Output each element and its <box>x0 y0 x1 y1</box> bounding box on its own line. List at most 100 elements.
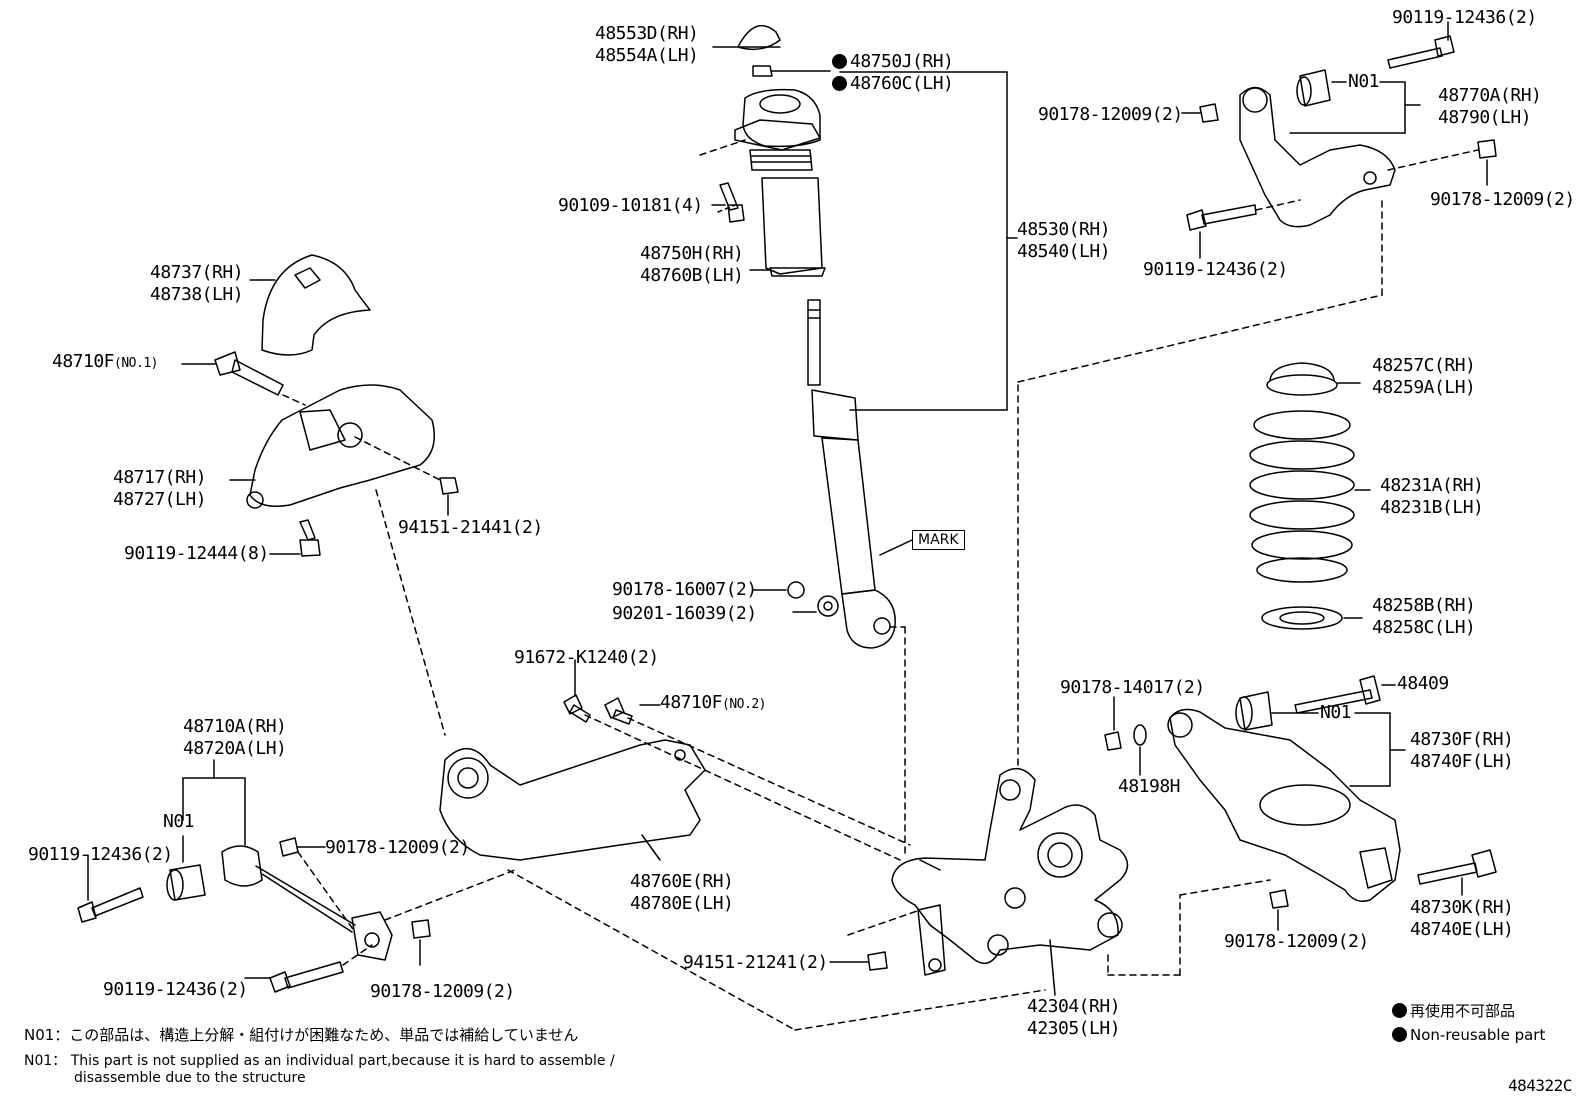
label-90119-12436-d: 90119-12436(2) <box>1143 259 1288 280</box>
label-90178-12009-a: 90178-12009(2) <box>325 837 470 858</box>
lower-arm-bushing-drawing <box>1239 691 1273 731</box>
label-48750J: 48750J(RH) <box>832 52 954 72</box>
top-nut-drawing <box>752 65 831 77</box>
label-48231B: 48231B(LH) <box>1380 497 1484 518</box>
washer-drawings <box>787 581 839 617</box>
bolt-48409-drawing <box>1294 675 1381 714</box>
label-90178-12009-b: 90178-12009(2) <box>370 981 515 1002</box>
label-90178-12009-c: 90178-12009(2) <box>1038 104 1183 125</box>
label-48750H: 48750H(RH) <box>640 243 744 264</box>
label-48790: 48790(LH) <box>1438 107 1532 128</box>
label-48259A: 48259A(LH) <box>1372 377 1476 398</box>
label-48760E: 48760E(RH) <box>630 871 734 892</box>
label-90119-12444: 90119-12444(8) <box>124 543 269 564</box>
label-91672-K1240: 91672-K1240(2) <box>514 647 659 668</box>
label-48530: 48530(RH) <box>1017 219 1111 240</box>
non-reusable-mark-icon <box>832 54 847 69</box>
legend-en: Non-reusable part <box>1392 1026 1545 1044</box>
label-90201-16039: 90201-16039(2) <box>612 603 757 624</box>
label-90119-12436-c: 90119-12436(2) <box>1392 7 1537 28</box>
diagram-id: 484322C <box>1508 1076 1572 1095</box>
label-48727: 48727(LH) <box>113 489 207 510</box>
label-48553D: 48553D(RH) <box>595 23 699 44</box>
bolt-48710F-no2-drawing <box>604 697 633 725</box>
label-48760B: 48760B(LH) <box>640 265 744 286</box>
bolt-90119-12436-d-drawing <box>1186 204 1257 231</box>
label-90178-12009-d: 90178-12009(2) <box>1430 189 1575 210</box>
label-48710A: 48710A(RH) <box>183 716 287 737</box>
label-90119-12436-b: 90119-12436(2) <box>103 979 248 1000</box>
label-48554A: 48554A(LH) <box>595 45 699 66</box>
label-90109-10181: 90109-10181(4) <box>558 195 703 216</box>
label-90119-12436-a: 90119-12436(2) <box>28 844 173 865</box>
nut-90178-12009-c-drawing <box>1199 103 1219 123</box>
nut-90178-12009-b-drawing <box>411 919 431 939</box>
shock-cap-drawing <box>737 24 781 51</box>
label-48770A: 48770A(RH) <box>1438 85 1542 106</box>
bolt-90119-12436-c-drawing <box>1387 35 1455 69</box>
bolt-48730K-drawing <box>1417 849 1497 885</box>
nut-90178-12009-a-drawing <box>279 837 299 857</box>
non-reusable-mark-icon <box>1392 1027 1407 1042</box>
label-48760C: 48760C(LH) <box>832 74 954 94</box>
note-en-line2: disassemble due to the structure <box>74 1070 306 1086</box>
label-48258C: 48258C(LH) <box>1372 617 1476 638</box>
nut-90178-12009-e-drawing <box>1269 889 1289 909</box>
label-n01-upper-arm: N01 <box>1348 71 1380 92</box>
shock-absorber-drawing <box>807 299 913 649</box>
coil-spring-drawing <box>1249 410 1355 583</box>
bolt-91672-drawing <box>563 694 591 723</box>
upper-arm-48770A-drawing <box>1239 86 1396 228</box>
insulator-cover-drawing <box>261 254 371 356</box>
label-48780E: 48780E(LH) <box>630 893 734 914</box>
lower-spring-arm-drawing <box>1167 708 1401 902</box>
legend-jp: 再使用不可部品 <box>1392 1002 1515 1020</box>
note-en-line1: N01： This part is not supplied as an ind… <box>24 1053 615 1069</box>
nut-94151-21441-drawing <box>439 477 459 495</box>
label-48720A: 48720A(LH) <box>183 738 287 759</box>
label-48257C: 48257C(RH) <box>1372 355 1476 376</box>
label-48710F-no2: 48710F(NO.2) <box>660 692 766 713</box>
nut-90178-12009-d-drawing <box>1477 139 1497 159</box>
bolt-48710F-no1-drawing <box>214 351 284 396</box>
shock-mount-drawing <box>734 88 821 171</box>
spring-seat-upper-drawing <box>1266 362 1338 396</box>
non-reusable-mark-icon <box>1392 1003 1407 1018</box>
label-48740F: 48740F(LH) <box>1410 751 1514 772</box>
label-48198H: 48198H <box>1118 776 1181 797</box>
bolt-90119-12444-drawing <box>299 519 321 557</box>
label-n01-lower-arm: N01 <box>1320 702 1352 723</box>
label-94151-21241: 94151-21241(2) <box>683 952 828 973</box>
subframe-bracket-drawing <box>246 384 435 509</box>
note-jp: N01：この部品は、構造上分解・組付けが困難なため、単品では補給していません <box>24 1026 579 1044</box>
label-48409: 48409 <box>1397 673 1449 694</box>
label-42304: 42304(RH) <box>1027 996 1121 1017</box>
label-90178-14017: 90178-14017(2) <box>1060 677 1205 698</box>
washer-48198H-drawing <box>1133 724 1147 746</box>
toe-link-bushing-drawing <box>166 864 206 901</box>
non-reusable-mark-icon <box>832 76 847 91</box>
label-48717: 48717(RH) <box>113 467 207 488</box>
label-90178-16007: 90178-16007(2) <box>612 579 757 600</box>
label-42305: 42305(LH) <box>1027 1018 1121 1039</box>
label-48231A: 48231A(RH) <box>1380 475 1484 496</box>
label-48737: 48737(RH) <box>150 262 244 283</box>
bolt-90119-12436-b-drawing <box>269 961 344 993</box>
mark-label: MARK <box>912 530 965 550</box>
lower-arm-48760E-drawing <box>439 739 706 861</box>
label-94151-21441: 94151-21441(2) <box>398 517 543 538</box>
nut-94151-21241-drawing <box>867 951 888 971</box>
label-48740E: 48740E(LH) <box>1410 919 1514 940</box>
toe-link-drawing <box>221 845 393 961</box>
knuckle-drawing <box>891 767 1129 976</box>
label-48730F: 48730F(RH) <box>1410 729 1514 750</box>
bolt-90119-12436-a-drawing <box>77 887 144 923</box>
spring-seat-lower-drawing <box>1261 606 1343 630</box>
label-48738: 48738(LH) <box>150 284 244 305</box>
label-48258B: 48258B(RH) <box>1372 595 1476 616</box>
label-48730K: 48730K(RH) <box>1410 897 1514 918</box>
label-48710F-no1: 48710F(NO.1) <box>52 351 158 372</box>
upper-arm-bushing-drawing <box>1299 69 1331 107</box>
